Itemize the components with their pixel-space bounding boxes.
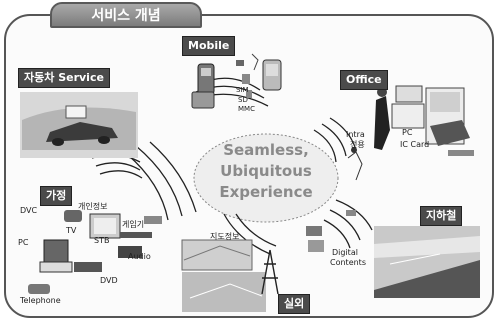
outdoor-map-info-label: 지도정보	[210, 232, 240, 241]
mobile-sd-label: SD	[238, 96, 248, 104]
subway-label: 지하철	[420, 206, 463, 226]
home-pc-label: PC	[18, 238, 29, 247]
outdoor-illustration	[181, 210, 356, 312]
center-line-1: Seamless,	[223, 141, 309, 159]
home-game-label: 게임기	[122, 220, 145, 229]
mobile-label: Mobile	[182, 36, 236, 56]
car-service-illustration	[20, 92, 138, 158]
mobile-devices	[191, 53, 282, 109]
office-pc-label: PC	[402, 128, 413, 137]
mobile-mmc-label: MMC	[238, 105, 255, 113]
center-line-3: Experience	[219, 183, 313, 201]
office-ic-card-label: IC Card	[400, 140, 430, 149]
center-message: Seamless, Ubiquitous Experience	[196, 140, 336, 203]
outdoor-digital-label-2: Contents	[330, 258, 366, 267]
outdoor-label: 실외	[278, 294, 311, 314]
office-intra-label-1: Intra	[346, 130, 365, 139]
home-telephone-label: Telephone	[20, 296, 61, 305]
home-personal-info-label: 개인정보	[78, 202, 108, 211]
center-ellipse	[193, 133, 339, 223]
home-audio-label: Audio	[128, 252, 151, 261]
diagram-title: 서비스 개념	[50, 2, 202, 28]
home-tv-label: TV	[66, 226, 77, 235]
office-label: Office	[340, 70, 388, 90]
subway-illustration	[374, 226, 480, 298]
home-dvc-label: DVC	[20, 206, 38, 215]
outdoor-digital-label-1: Digital	[332, 248, 358, 257]
home-illustration	[28, 210, 162, 294]
car-service-label: 자동차 Service	[18, 68, 110, 88]
home-dvd-label: DVD	[100, 276, 118, 285]
home-label: 가정	[40, 186, 73, 206]
office-intra-label-2: 전용	[350, 140, 365, 149]
center-line-2: Ubiquitous	[220, 162, 312, 180]
home-stb-label: STB	[94, 236, 110, 245]
mobile-sim-label: SIM	[236, 86, 249, 94]
office-illustration	[347, 85, 474, 181]
